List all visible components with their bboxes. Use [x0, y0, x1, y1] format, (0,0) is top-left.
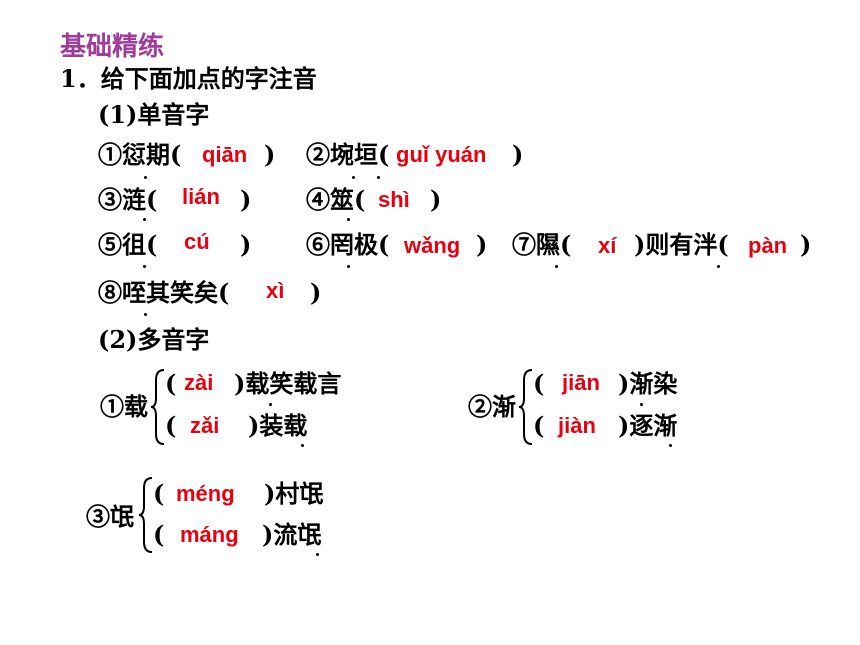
emphasis-dot — [143, 265, 146, 268]
emphasis-dot — [640, 403, 643, 406]
brace — [150, 369, 165, 445]
emphasis-dot — [316, 553, 319, 556]
emphasis-dot — [352, 176, 355, 179]
emphasis-dot — [669, 444, 672, 447]
emphasis-dot — [143, 218, 146, 221]
brace — [518, 369, 533, 445]
emphasis-dot — [144, 176, 147, 179]
section-heading: 基础精练 — [60, 32, 165, 62]
emphasis-dot — [144, 313, 147, 316]
emphasis-dot — [555, 265, 558, 268]
emphasis-dot — [347, 218, 350, 221]
single-sound-label: (1)单音字 — [98, 100, 210, 129]
multi-sound-label: (2)多音字 — [98, 325, 210, 354]
question-title: 1．给下面加点的字注音 — [60, 64, 317, 93]
emphasis-dot — [347, 265, 350, 268]
emphasis-dot — [377, 176, 380, 179]
emphasis-dot — [269, 403, 272, 406]
brace — [138, 477, 153, 553]
emphasis-dot — [717, 265, 720, 268]
emphasis-dot — [301, 444, 304, 447]
